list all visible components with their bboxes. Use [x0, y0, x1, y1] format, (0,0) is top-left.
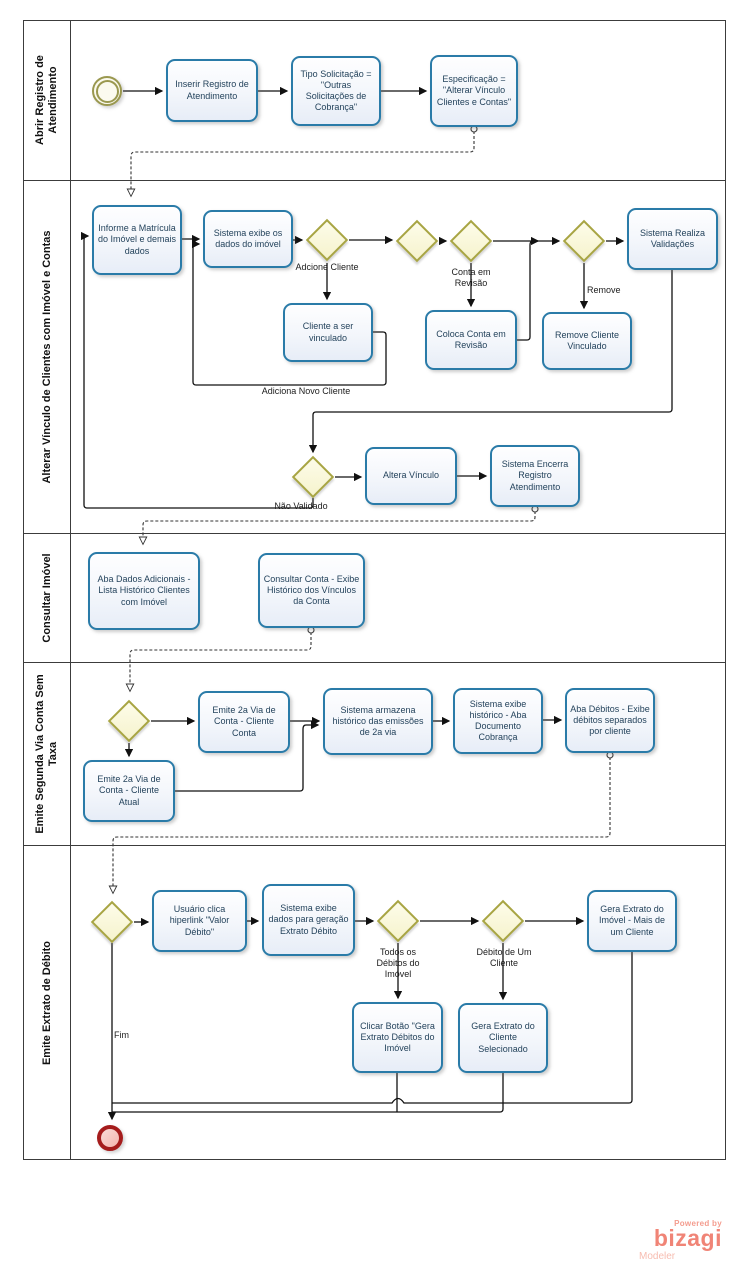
- task-label: Emite 2a Via de Conta - Cliente Conta: [212, 705, 276, 738]
- lane-divider-3: [23, 662, 726, 663]
- lane-emite-segunda-via: Emite Segunda Via Conta Sem Taxa: [23, 662, 70, 845]
- task-label: Remove Cliente Vinculado: [554, 329, 620, 351]
- task-label: Inserir Registro de Atendimento: [175, 79, 249, 101]
- task-label: Coloca Conta em Revisão: [436, 328, 506, 350]
- flow-label-debito-um-cliente: Débito de Um Cliente: [476, 947, 532, 968]
- task-usuario-clica-hiperlink[interactable]: Usuário clica hiperlink "Valor Débito": [152, 890, 247, 952]
- task-label: Tipo Solicitação = "Outras Solicitações …: [300, 68, 372, 113]
- task-sistema-armazena-historico[interactable]: Sistema armazena histórico das emissões …: [323, 688, 433, 755]
- task-cliente-a-ser-vinculado[interactable]: Cliente a ser vinculado: [283, 303, 373, 362]
- lane-title: Abrir Registro de Atendimento: [33, 55, 59, 145]
- task-label: Emite 2a Via de Conta - Cliente Atual: [97, 774, 161, 807]
- lane-consultar-imovel: Consultar Imóvel: [23, 533, 70, 662]
- process-pool: [23, 20, 726, 1160]
- lane-divider-2: [23, 533, 726, 534]
- flow-label-remove: Remove: [587, 285, 621, 295]
- task-label: Gera Extrato do Imóvel - Mais de um Clie…: [598, 904, 666, 937]
- task-informe-matricula[interactable]: Informe a Matrícula do Imóvel e demais d…: [92, 205, 182, 275]
- lane-title: Alterar Vínculo de Clientes com Imóvel e…: [40, 229, 53, 484]
- solid-sequence-flows: [80, 86, 673, 1121]
- lane-title: Consultar Imóvel: [40, 552, 53, 643]
- task-label: Sistema exibe os dados do imóvel: [213, 227, 283, 249]
- task-especificacao[interactable]: Especificação = "Alterar Vínculo Cliente…: [430, 55, 518, 127]
- task-label: Usuário clica hiperlink "Valor Débito": [169, 904, 230, 937]
- task-gera-extrato-imovel[interactable]: Gera Extrato do Imóvel - Mais de um Clie…: [587, 890, 677, 952]
- task-label: Informe a Matrícula do Imóvel e demais d…: [97, 223, 177, 256]
- message-flow-origins: [307, 125, 614, 759]
- task-label: Consultar Conta - Exibe Histórico dos Ví…: [263, 573, 360, 607]
- flow-label-adiciona-novo-cliente: Adiciona Novo Cliente: [261, 386, 351, 396]
- logo-brand: bizagi: [653, 1225, 722, 1251]
- task-emite-2avia-cliente-atual[interactable]: Emite 2a Via de Conta - Cliente Atual: [83, 760, 175, 822]
- start-event[interactable]: [92, 76, 122, 106]
- task-sistema-encerra-registro[interactable]: Sistema Encerra Registro Atendimento: [490, 445, 580, 507]
- task-sistema-realiza-validacoes[interactable]: Sistema Realiza Validações: [627, 208, 718, 270]
- task-label: Sistema Encerra Registro Atendimento: [501, 459, 569, 492]
- lane-title: Emite Segunda Via Conta Sem Taxa: [33, 673, 59, 834]
- task-tipo-solicitacao[interactable]: Tipo Solicitação = "Outras Solicitações …: [291, 56, 381, 126]
- task-aba-dados-adicionais[interactable]: Aba Dados Adicionais - Lista Histórico C…: [88, 552, 200, 630]
- lane-title: Emite Extrato de Débito: [40, 940, 53, 1065]
- task-emite-2avia-cliente-conta[interactable]: Emite 2a Via de Conta - Cliente Conta: [198, 691, 290, 753]
- task-label: Sistema exibe dados para geração Extrato…: [268, 903, 349, 936]
- task-gera-extrato-cliente[interactable]: Gera Extrato do Cliente Selecionado: [458, 1003, 548, 1073]
- lane-abrir-registro: Abrir Registro de Atendimento: [23, 20, 70, 180]
- task-label: Sistema Realiza Validações: [639, 227, 706, 249]
- task-clicar-botao-gera-extrato[interactable]: Clicar Botão "Gera Extrato Débitos do Im…: [352, 1002, 443, 1073]
- flow-label-nao-validado: Não Validado: [274, 501, 328, 511]
- task-label: Aba Débitos - Exibe débitos separados po…: [570, 703, 650, 737]
- task-coloca-conta-revisao[interactable]: Coloca Conta em Revisão: [425, 310, 517, 370]
- task-aba-debitos[interactable]: Aba Débitos - Exibe débitos separados po…: [565, 688, 655, 753]
- flow-label-todos-debitos: Todos os Débitos do Imóvel: [376, 947, 420, 979]
- lane-divider-1: [23, 180, 726, 181]
- logo-product: Modeler: [639, 1250, 676, 1262]
- task-inserir-registro[interactable]: Inserir Registro de Atendimento: [166, 59, 258, 122]
- task-sistema-exibe-dados-imovel[interactable]: Sistema exibe os dados do imóvel: [203, 210, 293, 268]
- lane-emite-extrato: Emite Extrato de Débito: [23, 845, 70, 1160]
- task-label: Gera Extrato do Cliente Selecionado: [471, 1021, 535, 1054]
- lane-label-divider: [70, 20, 71, 1160]
- task-label: Aba Dados Adicionais - Lista Histórico C…: [97, 574, 191, 607]
- task-sistema-exibe-historico[interactable]: Sistema exibe histórico - Aba Documento …: [453, 688, 543, 754]
- task-label: Sistema exibe histórico - Aba Documento …: [469, 698, 527, 743]
- task-label: Altera Vínculo: [382, 470, 440, 481]
- flow-label-fim: Fim: [114, 1030, 129, 1040]
- bizagi-logo: Powered by bizagi Modeler: [626, 1219, 722, 1262]
- message-flows: [108, 131, 611, 895]
- lane-alterar-vinculo: Alterar Vínculo de Clientes com Imóvel e…: [23, 180, 70, 533]
- task-altera-vinculo[interactable]: Altera Vínculo: [365, 447, 457, 505]
- lane-divider-4: [23, 845, 726, 846]
- end-event[interactable]: [97, 1125, 123, 1151]
- task-consultar-conta[interactable]: Consultar Conta - Exibe Histórico dos Ví…: [258, 553, 365, 628]
- logo-powered-by: Powered by: [674, 1219, 722, 1228]
- task-remove-cliente-vinculado[interactable]: Remove Cliente Vinculado: [542, 312, 632, 370]
- task-label: Clicar Botão "Gera Extrato Débitos do Im…: [360, 1020, 435, 1054]
- task-label: Cliente a ser vinculado: [302, 321, 354, 343]
- task-label: Sistema armazena histórico das emissões …: [332, 704, 424, 738]
- task-sistema-exibe-dados-extrato[interactable]: Sistema exibe dados para geração Extrato…: [262, 884, 355, 956]
- flow-label-adcione-cliente: Adcione Cliente: [295, 262, 359, 272]
- flow-label-conta-em-revisao: Conta em Revisão: [451, 267, 491, 288]
- task-label: Especificação = "Alterar Vínculo Cliente…: [436, 74, 512, 107]
